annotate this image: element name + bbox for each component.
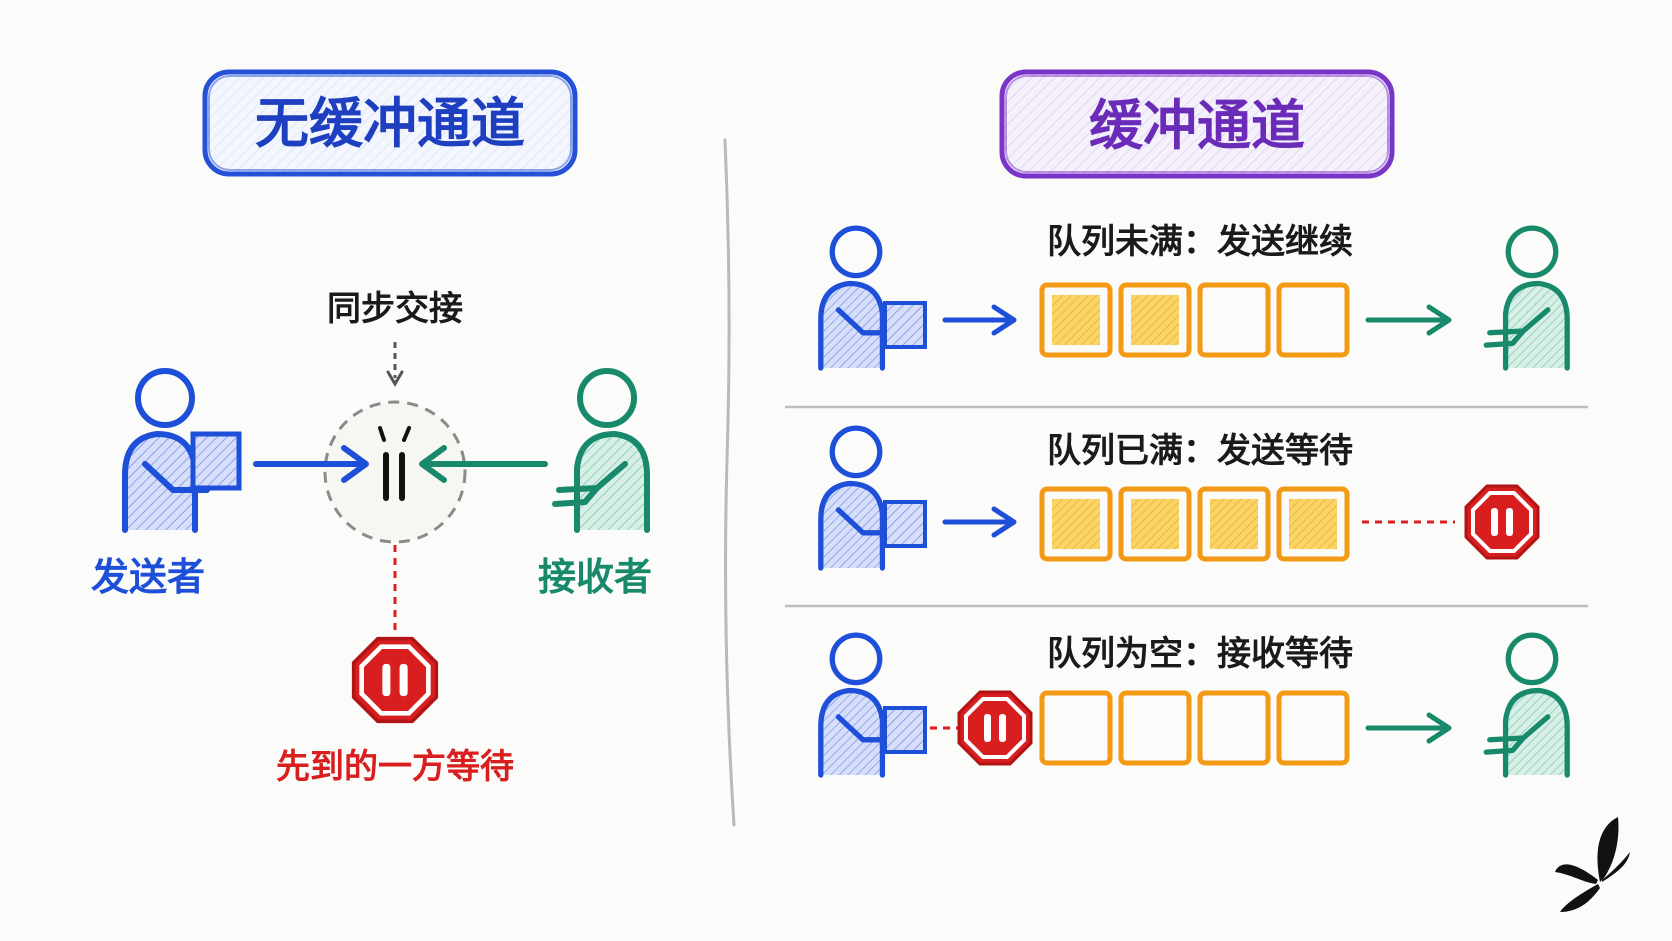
buffered-title: 缓冲通道 — [1089, 94, 1305, 157]
stop-sign-icon — [957, 690, 1033, 766]
queue-slots — [1039, 282, 1350, 358]
send-arrow — [942, 506, 1017, 538]
queue-slot-empty — [1276, 690, 1350, 766]
sender-arrow — [253, 445, 369, 483]
queue-slot-empty — [1039, 690, 1113, 766]
receiver-arrow — [419, 445, 548, 483]
stop-sign-icon — [354, 639, 437, 722]
stop-sign-icon — [1464, 484, 1540, 560]
receive-arrow — [1365, 712, 1452, 744]
receiver-person-icon — [1486, 635, 1567, 775]
send-arrow — [942, 304, 1017, 336]
package-icon — [883, 301, 927, 349]
queue-slot-empty — [1197, 690, 1271, 766]
queue-slot-empty — [1276, 282, 1350, 358]
buffered-section: 缓冲通道 队列未满：发送继续 — [785, 69, 1588, 775]
receiver-label: 接收者 — [538, 555, 652, 599]
row-label: 队列已满：发送等待 — [1047, 431, 1353, 471]
buffered-title-box: 缓冲通道 — [999, 69, 1395, 179]
receiver-person-icon — [1486, 228, 1567, 368]
receive-arrow — [1365, 304, 1452, 336]
sender-person-icon — [821, 635, 893, 775]
unbuffered-title-box: 无缓冲通道 — [202, 69, 578, 177]
queue-slots — [1039, 486, 1350, 562]
queue-slot-empty — [1118, 690, 1192, 766]
sender-person-icon — [821, 228, 893, 368]
handoff-zone — [323, 400, 467, 544]
sync-pointer-arrow — [386, 342, 404, 387]
first-arrival-waits-label: 先到的一方等待 — [276, 747, 514, 787]
row-queue-full: 队列已满：发送等待 — [821, 428, 1540, 568]
row-queue-empty: 队列为空：接收等待 — [821, 634, 1567, 775]
package-icon — [883, 706, 927, 754]
row-label: 队列未满：发送继续 — [1047, 222, 1353, 262]
section-divider — [723, 138, 736, 827]
queue-slot-empty — [1197, 282, 1271, 358]
sender-person-icon — [821, 428, 893, 568]
sender-label: 发送者 — [91, 555, 205, 599]
sync-handoff-label: 同步交接 — [327, 289, 463, 329]
row-label: 队列为空：接收等待 — [1047, 634, 1353, 674]
pause-mark-icon — [378, 426, 411, 501]
unbuffered-section: 无缓冲通道 同步交接 — [91, 69, 652, 787]
butterfly-logo-icon — [1555, 817, 1630, 912]
row-queue-not-full: 队列未满：发送继续 — [821, 222, 1567, 368]
package-icon — [883, 500, 927, 548]
unbuffered-title: 无缓冲通道 — [255, 92, 525, 155]
queue-slots — [1039, 690, 1350, 766]
package-icon — [190, 431, 242, 491]
receiver-person-icon — [555, 371, 647, 530]
